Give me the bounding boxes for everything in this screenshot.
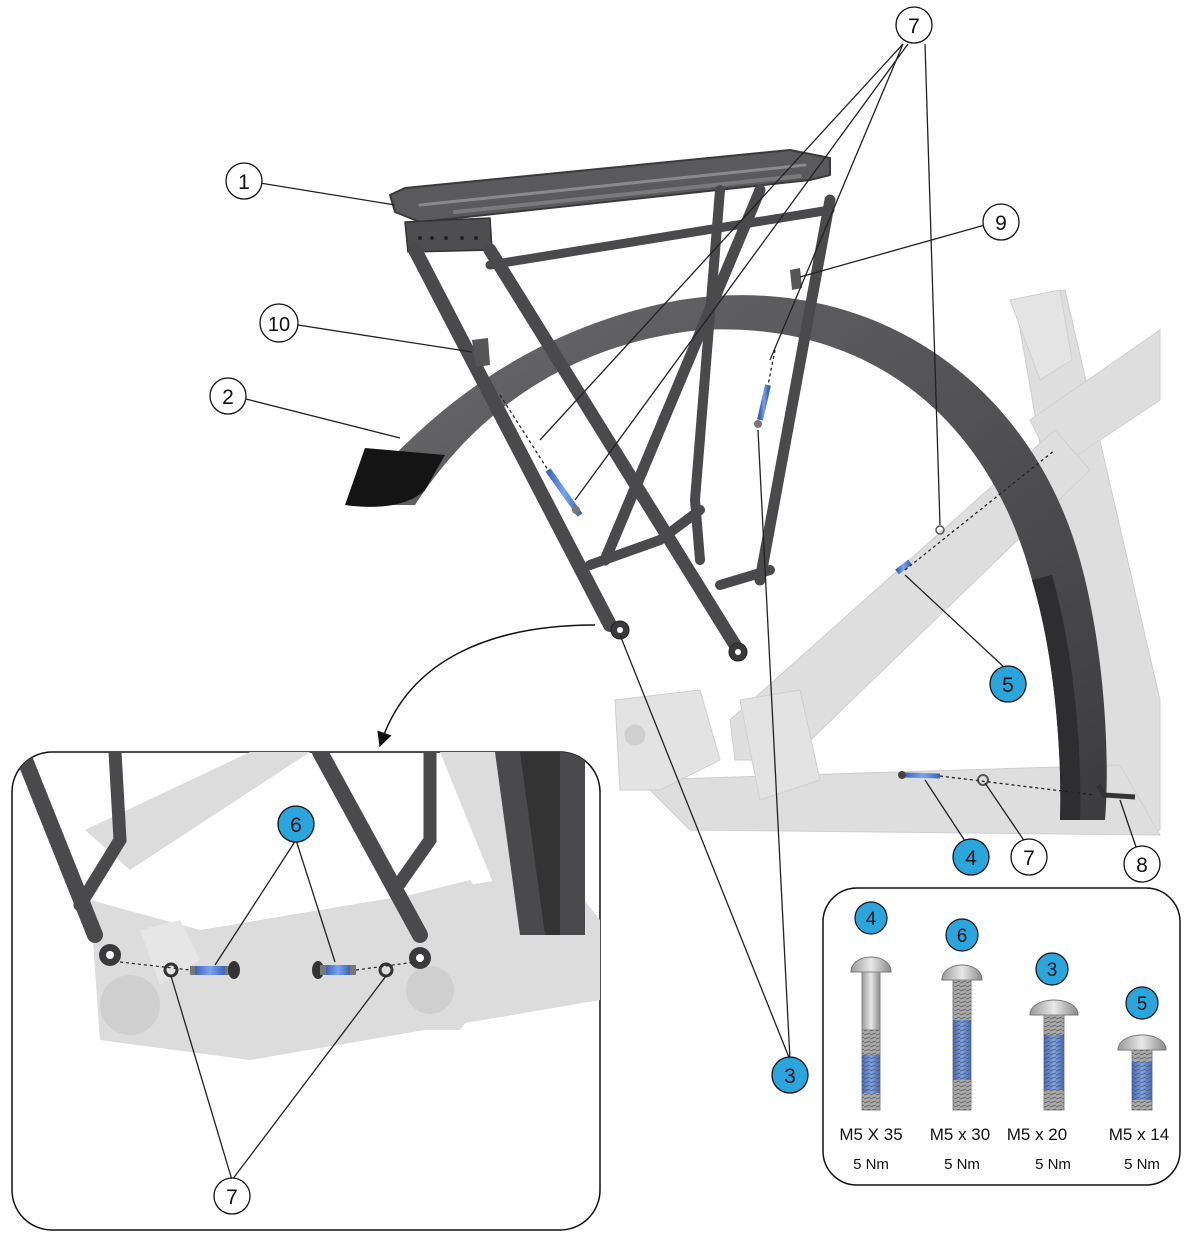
legend-callout-5-text: 5 <box>1137 994 1148 1015</box>
rear-rack <box>389 149 836 662</box>
detail-arrow <box>377 624 596 748</box>
legend-torque-6: 5 Nm <box>944 1156 980 1173</box>
inset-bolt-left <box>190 961 240 979</box>
legend-size-6: M5 x 30 <box>930 1125 990 1144</box>
legend-callout-6 <box>945 918 979 952</box>
callouts: 7 1 9 10 2 5 4 7 8 3 6 7 <box>209 6 1161 1215</box>
inset-bolt-right <box>312 961 356 979</box>
bolt-small-b <box>754 384 771 428</box>
callout-7-top: 7 <box>908 15 920 38</box>
legend-bolt-3 <box>1029 999 1079 1111</box>
bolt-small-d <box>898 771 1136 800</box>
callout-6: 6 <box>290 814 302 837</box>
legend-bolt-5 <box>1117 1034 1167 1111</box>
legend-callout-5 <box>1125 986 1159 1020</box>
fender <box>345 295 1107 820</box>
leader-lines <box>245 43 1137 1061</box>
legend-torque-3: 5 Nm <box>1035 1156 1071 1173</box>
callout-2: 2 <box>222 386 234 409</box>
bike-frame <box>614 289 1161 836</box>
callout-9: 9 <box>995 212 1007 235</box>
detail-inset <box>11 751 601 1231</box>
legend-torque-4: 5 Nm <box>853 1156 889 1173</box>
legend-bolt-4 <box>850 956 892 1111</box>
callout-8: 8 <box>1136 854 1148 877</box>
callout-4: 4 <box>965 847 977 870</box>
callout-10: 10 <box>268 314 290 336</box>
legend-size-4: M5 X 35 <box>839 1125 902 1144</box>
legend-size-5: M5 x 14 <box>1109 1125 1169 1144</box>
legend-callout-6-text: 6 <box>957 926 968 947</box>
legend-callout-3 <box>1035 952 1069 986</box>
legend-callout-4-text: 4 <box>866 909 877 930</box>
bolt-small-a <box>545 468 583 517</box>
callout-7-main: 7 <box>1023 847 1035 870</box>
legend-callout-3-text: 3 <box>1047 960 1058 981</box>
callout-5: 5 <box>1002 674 1014 697</box>
callout-1: 1 <box>238 171 250 194</box>
legend-torque-5: 5 Nm <box>1124 1156 1160 1173</box>
fender-mount-tab <box>472 338 490 367</box>
fender-stay-post <box>790 268 802 290</box>
fastener-legend: 4 6 3 5 M5 X 35 M5 x 30 M5 x 20 M5 x 14 … <box>822 887 1181 1186</box>
assembly-lines <box>499 349 1096 796</box>
legend-callout-4 <box>854 901 888 935</box>
legend-size-3: M5 x 20 <box>1007 1125 1067 1144</box>
bolt-small-c <box>895 525 945 575</box>
callout-7-inset: 7 <box>226 1186 238 1209</box>
legend-bolt-6 <box>941 964 983 1111</box>
callout-3: 3 <box>784 1065 796 1088</box>
